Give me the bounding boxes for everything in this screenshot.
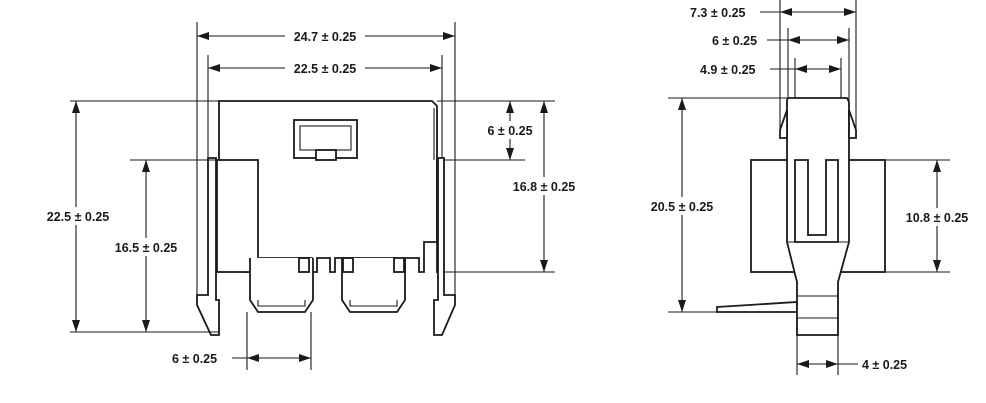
side-foot <box>716 301 798 313</box>
dim-body-height: 16.8 ± 0.25 <box>513 180 576 194</box>
dim-top-offset: 6 ± 0.25 <box>487 124 532 138</box>
front-right-leg <box>433 157 456 336</box>
dim-block-height: 10.8 ± 0.25 <box>906 211 969 225</box>
front-terminal-right <box>341 258 406 313</box>
dim-mid-width: 6 ± 0.25 <box>712 34 757 48</box>
dim-overall-height: 22.5 ± 0.25 <box>47 210 110 224</box>
side-view: 7.3 ± 0.25 6 ± 0.25 4.9 ± 0.25 20.5 ± 0.… <box>644 0 976 375</box>
front-left-leg <box>196 157 220 336</box>
dim-lower-height: 16.5 ± 0.25 <box>115 241 178 255</box>
front-view: 24.7 ± 0.25 22.5 ± 0.25 22.5 ± 0.25 16.5… <box>40 22 582 370</box>
dim-top-width: 7.3 ± 0.25 <box>690 6 746 20</box>
dim-side-height: 20.5 ± 0.25 <box>651 200 714 214</box>
dim-overall-width: 24.7 ± 0.25 <box>294 30 357 44</box>
side-housing <box>786 97 850 336</box>
dim-foot-width: 4 ± 0.25 <box>862 358 907 372</box>
dim-inner-width: 22.5 ± 0.25 <box>294 62 357 76</box>
front-terminal-left <box>249 258 314 313</box>
dim-inner-width-side: 4.9 ± 0.25 <box>700 63 756 77</box>
front-left-block <box>216 159 259 273</box>
dim-bottom-width: 6 ± 0.25 <box>172 352 217 366</box>
